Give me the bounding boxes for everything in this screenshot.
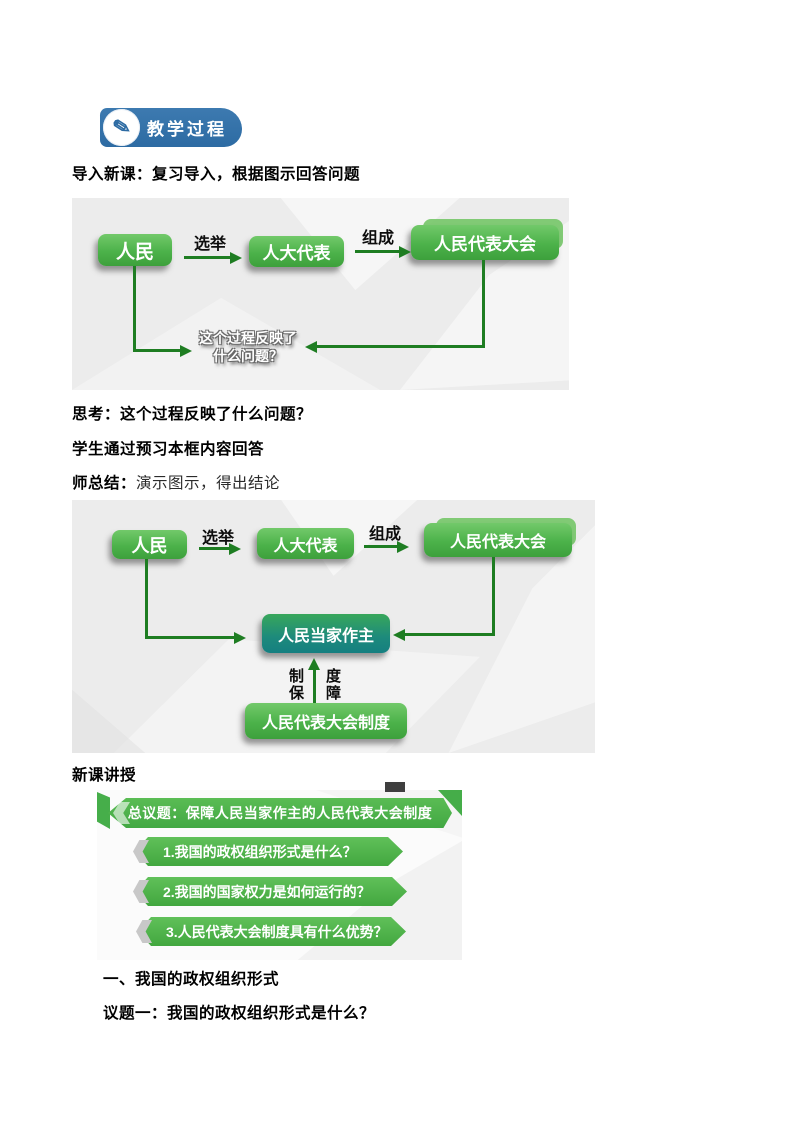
topic-item-1: 1.我国的政权组织形式是什么？: [135, 837, 403, 866]
think-line: 思考：这个过程反映了什么问题？: [72, 406, 313, 423]
item-chevron-icon: [136, 920, 152, 943]
compose-arrow-line: [355, 250, 399, 253]
guarantee-char: 度: [325, 668, 341, 685]
congress-elbow-arrowhead: [393, 628, 405, 641]
left-accent-bar: [97, 792, 110, 829]
question-line1: 这个过程反映了: [199, 330, 297, 346]
congress-elbow-line: [492, 557, 495, 636]
congress-elbow-line: [482, 260, 485, 347]
people-elbow-line: [145, 559, 148, 638]
elect-arrowhead: [229, 542, 241, 555]
student-line: 学生通过预习本框内容回答: [72, 441, 265, 458]
item-chevron-icon: [133, 880, 149, 903]
badge-label: 教学过程: [147, 120, 227, 139]
question-text: 这个过程反映了 什么问题？: [196, 329, 300, 365]
teacher-line: 师总结：演示图示，得出结论: [72, 471, 280, 493]
compose-arrow-label: 组成: [361, 230, 394, 247]
teacher-note: 演示图示，得出结论: [136, 475, 281, 492]
elect-arrowhead: [230, 251, 242, 264]
compose-arrow-line: [364, 545, 397, 548]
node-congress: 人民代表大会: [411, 225, 559, 260]
pencil-icon: ✎: [110, 114, 133, 141]
new-lesson-line: 新课讲授: [72, 767, 137, 784]
congress-elbow-line: [317, 345, 485, 348]
guarantee-char: 障: [325, 685, 341, 702]
congress-elbow-line: [405, 633, 495, 636]
topic-heading: 议题一：我国的政权组织形式是什么？: [103, 1005, 376, 1022]
compose-arrowhead: [399, 245, 411, 258]
node-deputies: 人大代表: [257, 528, 354, 559]
people-elbow-line: [133, 266, 136, 351]
node-people: 人民: [112, 530, 187, 559]
section-header-badge: ✎ 教学过程: [100, 108, 242, 147]
guarantee-char: 制: [289, 668, 305, 685]
compose-arrowhead: [397, 540, 409, 553]
conclusion-diagram: 人民 选举 人大代表 组成 人民代表大会 人民当家作主 制 度 保: [72, 500, 595, 753]
topic-item-3: 3.人民代表大会制度具有什么优势？: [138, 917, 406, 946]
guarantee-arrow-line: [313, 669, 316, 703]
teacher-label: 师总结：: [72, 475, 137, 492]
node-congress: 人民代表大会: [424, 523, 572, 557]
people-elbow-arrowhead: [234, 631, 246, 644]
section-heading: 一、我国的政权组织形式: [103, 971, 280, 988]
elect-arrow-line: [184, 256, 230, 259]
people-elbow-arrowhead: [180, 344, 192, 357]
banner-chevron-icon: [113, 802, 130, 824]
elect-arrow-label: 选举: [193, 236, 226, 253]
people-elbow-line: [145, 636, 234, 639]
intro-line: 导入新课：复习导入，根据图示回答问题: [72, 166, 361, 183]
main-topic-banner: 总议题：保障人民当家作主的人民代表大会制度: [108, 798, 452, 828]
review-diagram: 人民 选举 人大代表 组成 人民代表大会 这个过程反映了 什么问题？: [72, 198, 569, 390]
question-line2: 什么问题？: [213, 348, 283, 364]
guarantee-label: 制 度 保 障: [289, 665, 341, 702]
elect-arrow-line: [199, 547, 229, 550]
node-people: 人民: [98, 234, 172, 266]
item-chevron-icon: [133, 840, 149, 863]
node-deputies: 人大代表: [249, 236, 344, 267]
guarantee-arrowhead: [308, 658, 320, 670]
guarantee-char: 保: [289, 685, 305, 702]
elect-arrow-label: 选举: [201, 530, 234, 547]
node-system: 人民代表大会制度: [245, 703, 407, 739]
people-elbow-line: [133, 349, 181, 352]
topic-item-2: 2.我国的国家权力是如何运行的？: [135, 877, 407, 906]
node-master: 人民当家作主: [262, 614, 390, 653]
congress-elbow-arrowhead: [305, 340, 317, 353]
topics-diagram: 总议题：保障人民当家作主的人民代表大会制度 1.我国的政权组织形式是什么？ 2.…: [97, 782, 462, 960]
top-notch: [385, 782, 405, 792]
badge-circle: ✎: [103, 109, 140, 146]
